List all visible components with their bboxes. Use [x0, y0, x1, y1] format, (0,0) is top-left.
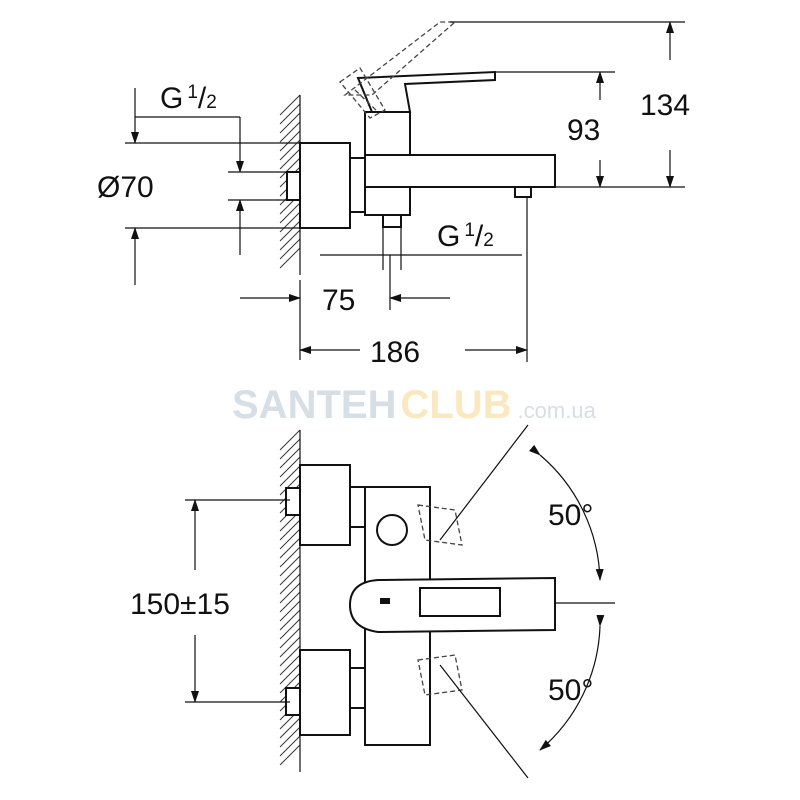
angle-up-label: 50° [548, 499, 593, 532]
hatch-line [279, 447, 301, 469]
hatch-line [279, 148, 301, 170]
hatch-line [279, 238, 301, 260]
hatch-line [279, 474, 301, 496]
hatch-line [279, 600, 301, 622]
front-view: 150±15 50° 50° [130, 424, 615, 779]
upper-flange [299, 464, 351, 546]
hatch-line [279, 247, 301, 269]
watermark: SANTEH CLUB .com.ua [232, 383, 597, 427]
wall-flange [299, 142, 351, 229]
lever-rotated-down [417, 654, 463, 696]
hatch-line [279, 211, 301, 233]
lever-window [419, 587, 501, 617]
lever [356, 70, 496, 113]
hatch-line [279, 717, 301, 739]
hatch-line [279, 94, 301, 116]
hatch-line [279, 645, 301, 667]
spout [364, 154, 556, 188]
hatch-line [279, 220, 301, 242]
hatch-line [279, 438, 301, 460]
hatch-line [279, 429, 301, 451]
hatch-line [279, 130, 301, 152]
hatch-line [279, 636, 301, 658]
hatch-line [279, 744, 301, 766]
aerator [514, 186, 532, 198]
projection-label: 186 [370, 336, 420, 369]
hatch-line [279, 654, 301, 676]
hatch-line [279, 735, 301, 757]
hatch-line [279, 582, 301, 604]
diverter-knob [376, 514, 408, 546]
hatch-line [279, 202, 301, 224]
diverter [382, 214, 402, 228]
watermark-domain: .com.ua [518, 398, 597, 423]
hatch-line [279, 672, 301, 694]
offset-label: 75 [322, 284, 355, 317]
hatch-line [279, 555, 301, 577]
hatch-line [279, 121, 301, 143]
watermark-santeh: SANTEH [232, 383, 396, 427]
centers-label: 150±15 [130, 588, 230, 621]
hatch-line [279, 627, 301, 649]
hatch-line [279, 456, 301, 478]
hatch-line [279, 573, 301, 595]
hatch-line [279, 528, 301, 550]
angle-down-label: 50° [548, 674, 593, 707]
hatch-line [279, 546, 301, 568]
hatch-line [279, 537, 301, 559]
hatch-line [279, 519, 301, 541]
lower-flange [299, 649, 351, 736]
lever-raised-position [343, 21, 457, 113]
hatch-line [279, 157, 301, 179]
lever-rotated-up [417, 504, 463, 546]
hatch-line [279, 112, 301, 134]
hatch-line [279, 591, 301, 613]
hatch-line [279, 229, 301, 251]
hatch-line [279, 663, 301, 685]
hatch-line [279, 103, 301, 125]
hatch-line [279, 465, 301, 487]
diameter-label: Ø70 [97, 171, 154, 204]
hatch-line [279, 618, 301, 640]
hatch-line [279, 564, 301, 586]
watermark-club: CLUB [400, 383, 511, 427]
height-spout-label: 93 [567, 114, 600, 147]
hatch-line [279, 609, 301, 631]
height-total-label: 134 [640, 89, 690, 122]
hatch-line [279, 726, 301, 748]
wall-hatching-bottom [279, 429, 301, 766]
wall-connector [286, 171, 301, 201]
